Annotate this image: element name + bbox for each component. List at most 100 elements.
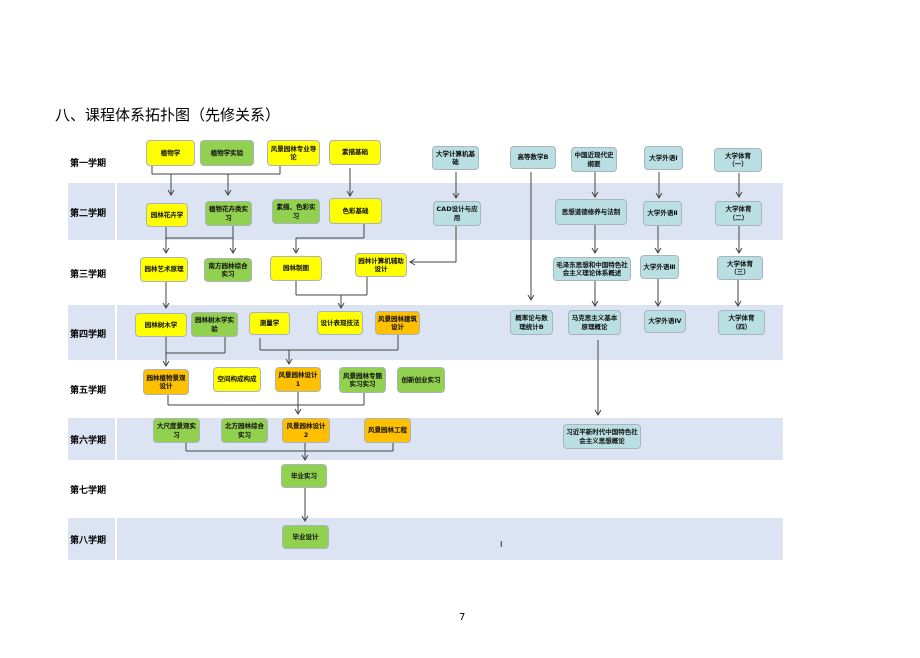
course-name: 素描基础: [342, 148, 368, 157]
course-box: 空间构成构成: [213, 367, 261, 392]
course-name: 植物花卉类实习: [209, 205, 248, 222]
course-box: 风景园林设计2: [282, 418, 330, 443]
course-box: 毕业实习: [281, 464, 327, 488]
course-name: 高等数学B: [517, 153, 549, 162]
course-name: 大学外语Ⅰ: [649, 153, 678, 162]
column-divider: [115, 460, 117, 518]
course-box: 高等数学B: [510, 146, 556, 169]
course-name: 园林植物景观设计: [146, 373, 186, 390]
semester-label: 第四学期: [70, 329, 107, 340]
column-divider: [115, 140, 117, 183]
course-name: 思想道德修养与法制: [561, 207, 621, 216]
course-name: 北方园林综合实习: [225, 422, 264, 439]
semester-label: 第三学期: [70, 269, 107, 280]
course-name: 植物学实验: [210, 148, 244, 157]
arrowhead: [735, 247, 743, 254]
course-box: 植物学: [146, 140, 195, 166]
course-box: 大学外语Ⅰ: [644, 146, 683, 170]
arrowhead: [346, 190, 354, 197]
arrowhead: [655, 192, 663, 199]
stray-mark: I: [500, 540, 503, 549]
semester-label: 第五学期: [70, 386, 107, 396]
course-name: 大学体育（三）: [727, 259, 753, 276]
arrowhead: [337, 302, 345, 309]
arrowhead: [224, 189, 232, 196]
course-box: 风景园林专业导论: [267, 140, 320, 166]
arrowhead: [285, 358, 293, 365]
arrowhead: [294, 408, 302, 415]
arrowhead: [591, 247, 599, 254]
arrowhead: [654, 300, 662, 307]
course-name: 素描、色彩实习: [276, 203, 316, 220]
course-box: 大学体育（二）: [715, 201, 762, 226]
course-box: 素描、色彩实习: [272, 199, 320, 224]
course-box: 北方园林综合实习: [221, 418, 268, 443]
arrowhead: [167, 189, 175, 196]
course-box: 园林花卉学: [146, 203, 188, 227]
course-box: 大尺度景观实习: [153, 418, 200, 443]
course-box: 园林树木学: [135, 313, 187, 337]
course-box: 中国近现代史纲要: [571, 147, 617, 172]
course-box: 创新创业实习: [397, 367, 445, 393]
course-name: 空间构成构成: [217, 375, 257, 384]
column-divider: [115, 183, 117, 240]
arrowhead: [162, 247, 170, 254]
course-name: 大学外语Ⅳ: [648, 317, 682, 326]
course-box: 植物学实验: [200, 140, 254, 166]
course-name: 大学外语Ⅱ: [647, 209, 678, 218]
course-name: 大学体育（一）: [725, 151, 751, 168]
section-title: 八、课程体系拓扑图（先修关系）: [55, 106, 281, 124]
arrowhead: [409, 258, 416, 266]
course-box: 风景园林专题实习实习: [339, 367, 386, 393]
course-box: 园林树木学实验: [191, 312, 238, 337]
column-divider: [115, 518, 117, 560]
course-name: 园林树木学实验: [195, 316, 234, 333]
arrowhead: [594, 409, 602, 416]
course-name: 测量学: [259, 319, 280, 328]
course-name: 园林树木学: [144, 320, 178, 329]
course-name: 毕业实习: [291, 471, 317, 480]
arrowhead: [527, 294, 535, 301]
course-box: 南方园林综合实习: [204, 258, 252, 282]
course-box: 设计表现技法: [317, 311, 363, 335]
course-name: 毛泽东思想和中国特色社会主义理论体系概述: [556, 260, 628, 277]
arrowhead: [162, 360, 170, 367]
arrowhead: [292, 247, 300, 254]
arrowhead: [229, 247, 237, 254]
course-name: 创新创业实习: [401, 375, 441, 384]
course-name: 园林计算机辅助设计: [358, 256, 404, 273]
course-box: 植物花卉类实习: [205, 201, 252, 226]
course-name: 南方园林综合实习: [208, 261, 248, 278]
course-name: 风景园林专题实习实习: [343, 371, 382, 388]
course-name: 大学外语Ⅲ: [643, 262, 676, 271]
course-name: 马克思主义基本原理概论: [571, 314, 618, 331]
course-name: 风景园林设计2: [286, 422, 326, 439]
course-box: 概率论与数理统计B: [510, 310, 553, 335]
course-box: 大学外语Ⅱ: [643, 201, 682, 226]
course-name: 大学体育（二）: [725, 205, 752, 222]
course-box: 园林艺术原理: [140, 257, 188, 282]
arrowhead: [591, 300, 599, 307]
course-name: 设计表现技法: [320, 318, 360, 327]
arrowhead: [654, 247, 662, 254]
course-box: 毕业设计: [282, 525, 329, 549]
course-box: 色彩基础: [329, 198, 382, 224]
course-box: 大学体育（一）: [714, 148, 762, 172]
course-name: 园林花卉学: [150, 210, 184, 219]
course-name: 色彩基础: [342, 206, 369, 215]
arrowhead: [735, 191, 743, 198]
course-name: 习近平新时代中国特色社会主义思想概论: [566, 428, 638, 445]
course-name: 大尺度景观实习: [157, 422, 196, 439]
course-name: 大学计算机基础: [436, 149, 475, 166]
course-box: 马克思主义基本原理概论: [568, 310, 621, 335]
course-name: 毕业设计: [292, 532, 319, 541]
course-box: 测量学: [249, 312, 290, 335]
course-box: 素描基础: [329, 140, 381, 165]
course-name: CAD设计与应用: [436, 205, 478, 222]
course-box: 园林植物景观设计: [143, 369, 189, 395]
course-box: 园林制图: [270, 256, 322, 281]
course-box: 风景园林建筑设计: [375, 311, 420, 335]
semester-row: [68, 518, 783, 560]
